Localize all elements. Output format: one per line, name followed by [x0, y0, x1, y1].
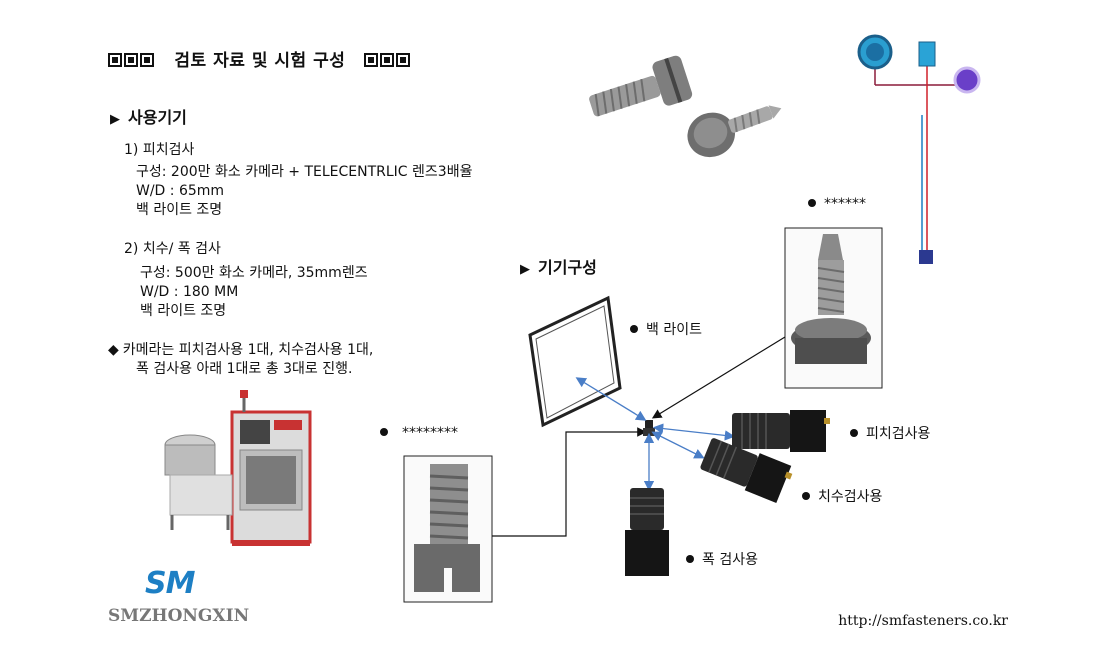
title-box-icon: [124, 53, 138, 67]
bullet-icon: [630, 325, 638, 333]
decoration-graphic: [857, 34, 981, 264]
title-box-icon: [379, 53, 394, 67]
diamond-icon: ◆: [108, 342, 119, 358]
company-name: SMZHONGXIN: [108, 606, 250, 626]
bullet-icon: [686, 555, 694, 563]
triangle-right-icon: ▶: [110, 112, 120, 127]
screws-image: [589, 55, 782, 158]
bullet-icon: [380, 428, 388, 436]
page-title: 검토 자료 및 시험 구성: [108, 46, 412, 71]
layout-diagram: [403, 227, 883, 603]
title-box-icon: [363, 53, 378, 67]
dimension-camera: [700, 438, 793, 503]
bullet-icon: [850, 429, 858, 437]
pitch-camera-label: 피치검사용: [850, 425, 930, 444]
part-left-photo: [414, 464, 480, 592]
backlight-label: 백 라이트: [630, 321, 702, 340]
note-line-2: 폭 검사용 아래 1대로 총 3대로 진행.: [136, 361, 353, 377]
part-left-label: ********: [380, 424, 458, 443]
dimension-line-3: 백 라이트 조명: [140, 303, 227, 319]
footer-url[interactable]: http://smfasteners.co.kr: [838, 613, 1008, 629]
title-box-icon: [108, 53, 122, 67]
title-text: 검토 자료 및 시험 구성: [174, 51, 346, 71]
dimension-line-1: 구성: 500만 화소 카메라, 35mm렌즈: [140, 265, 368, 281]
note-line-1: ◆카메라는 피치검사용 1대, 치수검사용 1대,: [108, 342, 374, 358]
part-top-photo: [791, 234, 871, 364]
layout-heading: ▶기기구성: [520, 258, 597, 277]
pitch-line-2: W/D : 65mm: [136, 183, 225, 199]
sm-logo: SM: [145, 566, 195, 601]
title-box-icon: [140, 53, 154, 67]
pitch-camera: [732, 410, 830, 452]
dimension-camera-label: 치수검사용: [802, 488, 882, 507]
triangle-right-icon: ▶: [520, 262, 530, 277]
dimension-label: 2) 치수/ 폭 검사: [124, 241, 221, 257]
pitch-line-3: 백 라이트 조명: [136, 202, 223, 218]
equipment-heading: ▶사용기기: [110, 108, 187, 127]
part-top-label: ******: [808, 195, 866, 214]
width-camera: [625, 488, 669, 576]
pitch-label: 1) 피치검사: [124, 142, 195, 158]
inspection-machine-image: [164, 390, 312, 546]
pitch-line-1: 구성: 200만 화소 카메라 + TELECENTRLIC 렌즈3배율: [136, 164, 473, 180]
center-fastener: [643, 420, 655, 436]
bullet-icon: [802, 492, 810, 500]
title-box-icon: [395, 53, 410, 67]
dimension-line-2: W/D : 180 MM: [140, 284, 239, 300]
bullet-icon: [808, 199, 816, 207]
backlight-panel: [528, 295, 622, 428]
width-camera-label: 폭 검사용: [686, 551, 758, 570]
